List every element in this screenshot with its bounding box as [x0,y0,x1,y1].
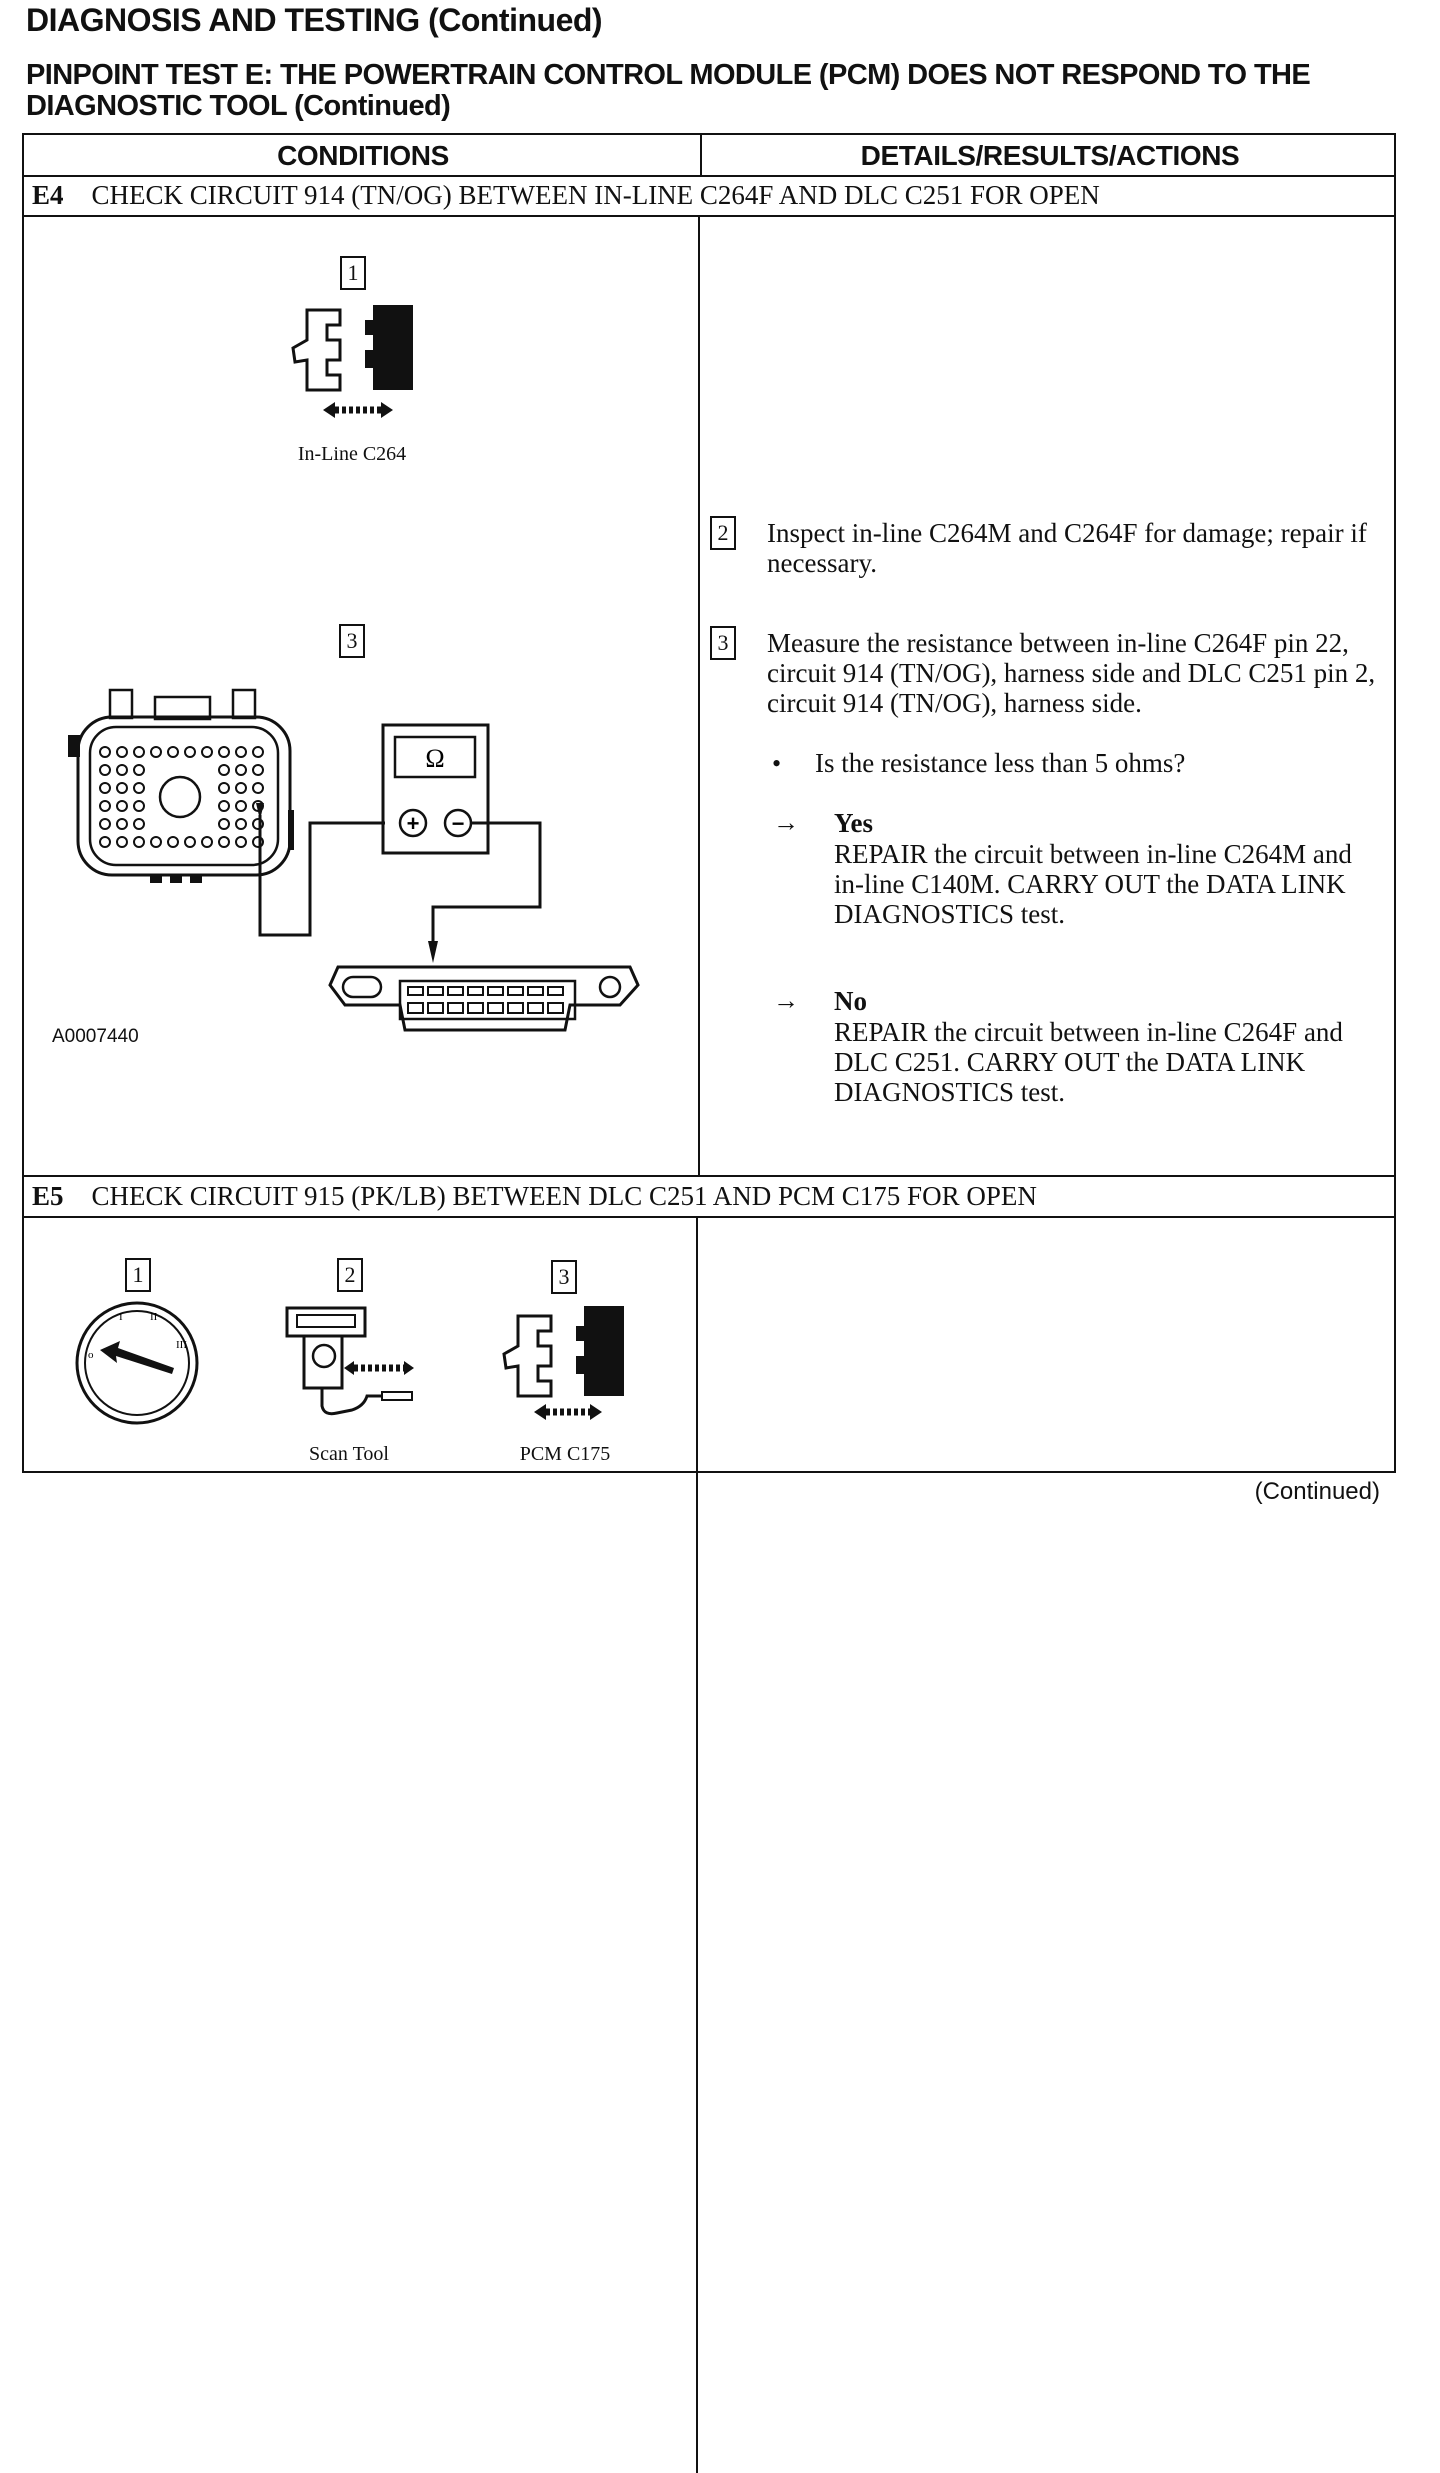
svg-text:o: o [88,1349,94,1361]
yes-label: Yes [834,808,873,838]
svg-text:I: I [119,1311,123,1323]
e4-figure-3-number: 3 [339,624,365,658]
inline-connector-c264-icon [291,305,413,418]
no-label: No [834,986,867,1016]
e4-figure-1-caption: In-Line C264 [297,443,407,465]
dlc-c251-connector-icon [328,965,640,1032]
meter-minus-terminal: − [452,811,465,836]
e4-step-2-number: 2 [710,516,736,550]
e5-figure-3-caption: PCM C175 [519,1443,611,1465]
meter-ohm-symbol: Ω [425,744,444,773]
question-bullet: • [772,749,782,778]
e4-step-3-number: 3 [710,626,736,660]
details-column-header: DETAILS/RESULTS/ACTIONS [860,140,1240,171]
step-e4-title: CHECK CIRCUIT 914 (TN/OG) BETWEEN IN-LIN… [91,180,1100,210]
step-e5-id: E5 [32,1181,64,1211]
inline-c264f-connector-icon [68,688,294,883]
step-e5-title: CHECK CIRCUIT 915 (PK/LB) BETWEEN DLC C2… [91,1181,1037,1211]
conditions-column-header: CONDITIONS [277,140,449,171]
e5-figure-3-number: 3 [551,1260,577,1294]
page-title: DIAGNOSIS AND TESTING (Continued) [26,2,603,38]
figure-id: A0007440 [52,1026,139,1047]
e4-step-2-text: Inspect in-line C264M and C264F for dama… [767,518,1367,578]
yes-arrow-icon: → [773,808,799,837]
e5-figure-2-caption: Scan Tool [309,1443,389,1465]
e4-step-3-text: Measure the resistance between in-line C… [767,628,1376,718]
meter-plus-terminal: + [407,811,420,836]
step-e4-heading: E4 CHECK CIRCUIT 914 (TN/OG) BETWEEN IN-L… [32,175,1100,215]
no-action: REPAIR the circuit between in-line C264F… [834,1017,1343,1107]
pinpoint-test-title: PINPOINT TEST E: THE POWERTRAIN CONTROL … [26,59,1311,122]
e5-figure-1-number: 1 [125,1258,151,1292]
svg-text:III: III [176,1339,187,1351]
yes-action: REPAIR the circuit between in-line C264M… [834,839,1352,929]
continued-footer: (Continued) [1254,1478,1380,1505]
no-arrow-icon: → [773,986,799,1015]
scan-tool-icon [285,1306,414,1416]
e4-figure-1-number: 1 [340,256,366,290]
e5-figure-2-number: 2 [337,1258,363,1292]
pcm-c175-connector-icon [502,1306,624,1420]
svg-text:II: II [150,1311,158,1323]
ignition-switch-icon: o I II III [75,1301,199,1425]
resistance-measurement-diagram: Ω + − [68,688,640,1032]
step-e4-id: E4 [32,180,64,210]
e4-question: Is the resistance less than 5 ohms? [815,748,1186,778]
step-e5-heading: E5 CHECK CIRCUIT 915 (PK/LB) BETWEEN DLC … [32,1176,1037,1216]
